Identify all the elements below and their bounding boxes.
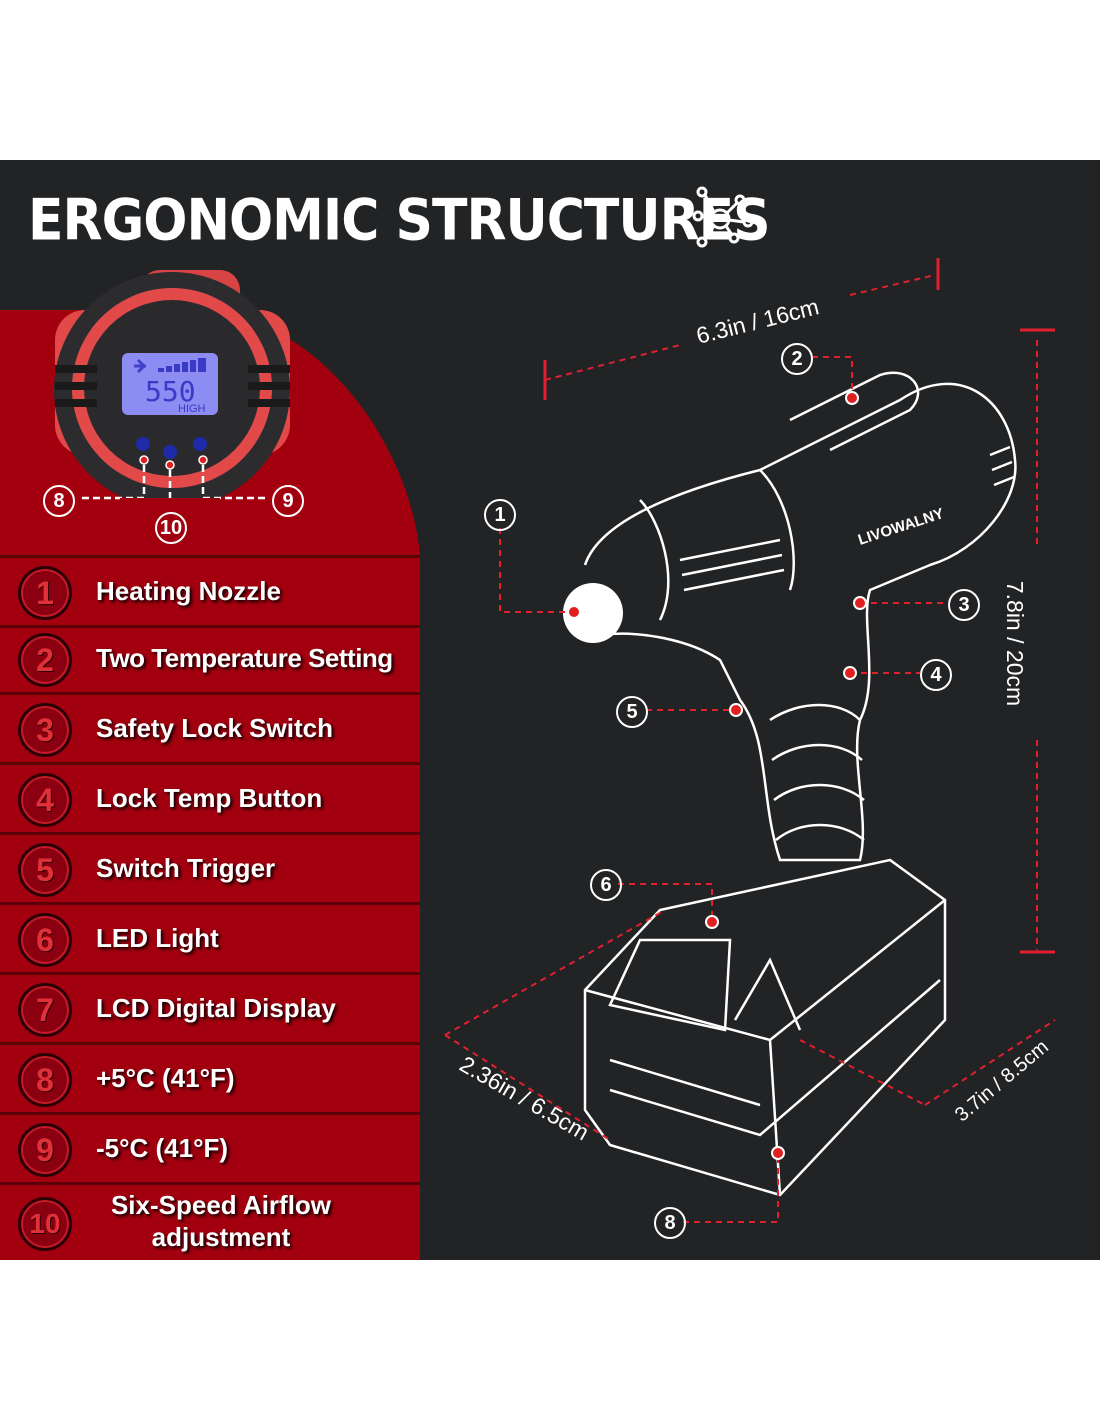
feature-row: 10 Six-Speed Airflow adjustment [0, 1185, 420, 1260]
lcd-mode: HIGH [178, 403, 206, 415]
callout-6: 6 [590, 869, 622, 901]
molecule-icon [692, 186, 754, 248]
feature-number: 6 [18, 913, 72, 967]
page-title: ERGONOMIC STRUCTURES [28, 188, 771, 254]
red-background-shape [0, 310, 420, 1260]
callout-5: 5 [616, 696, 648, 728]
callout-2: 2 [781, 343, 813, 375]
feature-row: 6 LED Light [0, 905, 420, 975]
feature-label: +5°C (41°F) [96, 1063, 235, 1093]
product-illustration: 550 HIGH LIVOWALNY [54, 258, 1056, 1223]
feature-label: LED Light [96, 923, 219, 953]
feature-label: Safety Lock Switch [96, 713, 333, 743]
feature-row: 5 Switch Trigger [0, 835, 420, 905]
height-dimension: 7.8in / 20cm [1002, 580, 1029, 707]
feature-label: -5°C (41°F) [96, 1133, 229, 1163]
callout-3: 3 [948, 589, 980, 621]
feature-row: 2 Two Temperature Setting [0, 625, 420, 695]
callout-1: 1 [484, 499, 516, 531]
feature-label: Two Temperature Setting [96, 643, 393, 673]
callout-8-battery: 8 [654, 1207, 686, 1239]
feature-row: 4 Lock Temp Button [0, 765, 420, 835]
callout-9: 9 [272, 485, 304, 517]
feature-label: Six-Speed Airflow adjustment [110, 1190, 332, 1252]
feature-number: 1 [18, 566, 72, 620]
callout-8: 8 [43, 485, 75, 517]
feature-label: LCD Digital Display [96, 993, 336, 1023]
infographic-panel: ERGONOMIC STRUCTURES 550 HIGH [0, 160, 1100, 1260]
feature-label: Switch Trigger [96, 853, 276, 883]
feature-label: Heating Nozzle [96, 576, 281, 606]
heat-gun-outline [583, 371, 1017, 1197]
brand-logo: LIVOWALNY [856, 505, 946, 549]
lcd-value: 550 [145, 375, 196, 408]
feature-number: 2 [18, 633, 72, 687]
feature-label: Lock Temp Button [96, 783, 323, 813]
feature-number: 7 [18, 983, 72, 1037]
callout-4: 4 [920, 659, 952, 691]
feature-row: 7 LCD Digital Display [0, 975, 420, 1045]
control-panel-closeup: 550 HIGH [54, 270, 290, 550]
feature-number: 10 [18, 1197, 72, 1251]
feature-row: 8 +5°C (41°F) [0, 1045, 420, 1115]
feature-number: 4 [18, 773, 72, 827]
feature-number: 9 [18, 1123, 72, 1177]
feature-number: 5 [18, 843, 72, 897]
callout-10: 10 [155, 512, 187, 544]
feature-row: 1 Heating Nozzle [0, 555, 420, 628]
nozzle-face [563, 583, 623, 643]
feature-number: 8 [18, 1053, 72, 1107]
feature-number: 3 [18, 703, 72, 757]
feature-row: 9 -5°C (41°F) [0, 1115, 420, 1185]
feature-row: 3 Safety Lock Switch [0, 695, 420, 765]
